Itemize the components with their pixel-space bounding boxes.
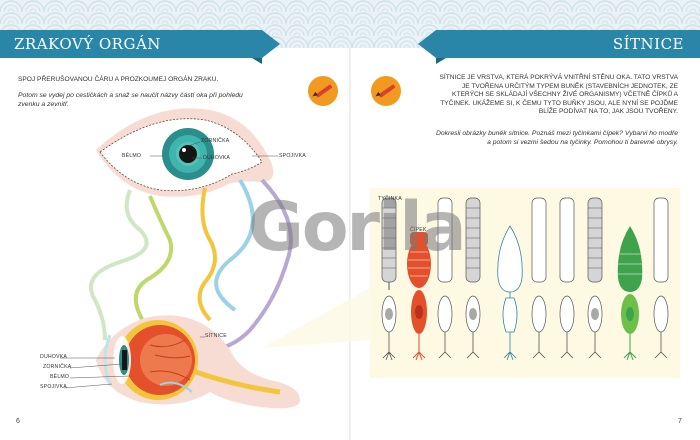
cone-cell-outline — [497, 225, 523, 361]
label-belmo-outer: bělmo — [122, 153, 142, 159]
label-duhovka-outer: duhovka — [203, 155, 231, 161]
left-title-banner: Zrakový orgán — [0, 30, 280, 64]
rod-cell — [531, 197, 547, 359]
rod-cell — [437, 197, 453, 359]
label-sitnice-inner: sítnice — [205, 333, 227, 339]
cone-cell-green — [617, 226, 643, 361]
coloring-instruction: Dokresli obrázky buněk sítnice. Poznáš m… — [435, 130, 678, 146]
pencil-icon — [371, 76, 401, 106]
label-spojivka-inner: spojivka — [40, 384, 67, 390]
label-zornicka-inner: zornička — [43, 364, 72, 370]
page-title-left: Zrakový orgán — [14, 35, 161, 53]
page-number-left: 6 — [16, 418, 20, 425]
cone-cell-colored — [407, 232, 431, 361]
label-tycinka: tyčinka — [378, 196, 402, 202]
pencil-icon — [308, 76, 338, 106]
retina-cells-drawing — [381, 197, 669, 361]
page-title-right: Sítnice — [612, 35, 684, 53]
book-gutter — [349, 0, 351, 440]
label-duhovka-inner: duhovka — [40, 354, 68, 360]
instruction-connect: Spoj přerušovanou čáru a prozkoumej orgá… — [18, 76, 219, 83]
rod-cell — [653, 197, 669, 359]
retina-description: Sítnice je vrstva, která pokrývá vnitřní… — [439, 74, 678, 116]
rod-cell — [587, 197, 603, 359]
label-cipek: čípek — [410, 227, 427, 233]
right-title-banner: Sítnice — [418, 30, 700, 64]
rod-cell — [381, 197, 397, 361]
rod-cell — [465, 197, 481, 359]
watermark-text: Gorila — [248, 188, 467, 267]
page-number-right: 7 — [678, 418, 682, 425]
label-belmo-inner: bělmo — [50, 374, 70, 380]
rod-cell — [559, 197, 575, 359]
instruction-paths: Potom se vydej po cestičkách a snaž se n… — [18, 92, 243, 108]
label-zornicka-outer: zornička — [201, 138, 230, 144]
label-spojivka-outer: spojivka — [279, 153, 306, 159]
